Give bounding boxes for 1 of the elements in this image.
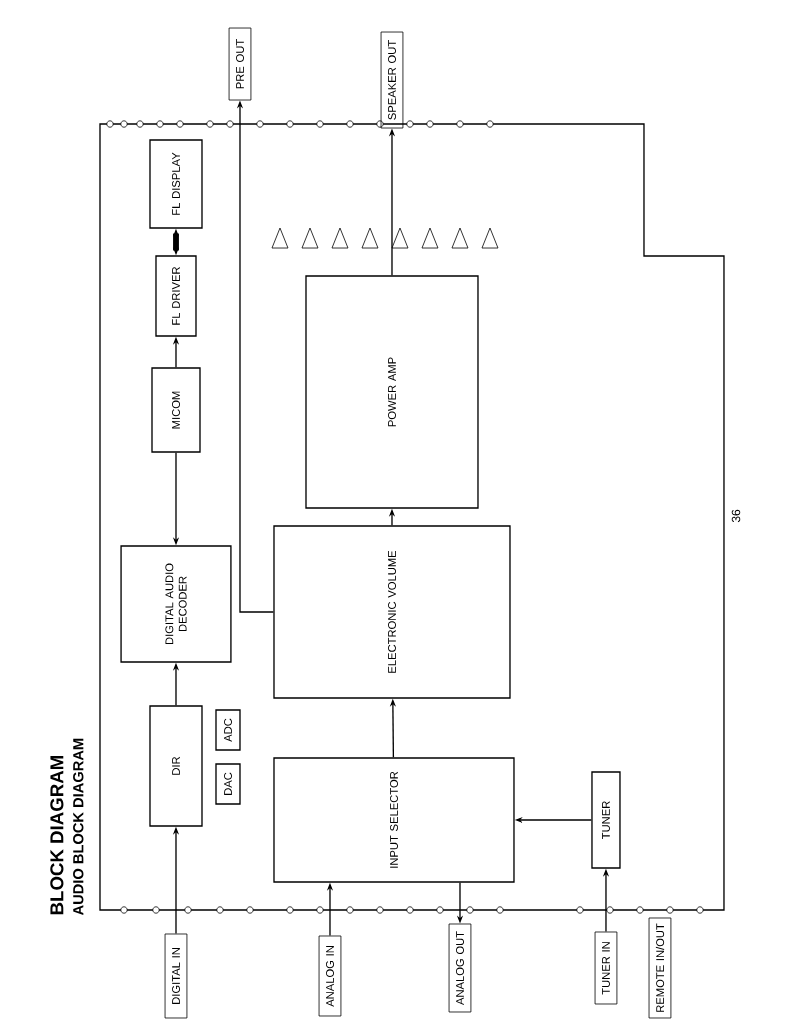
- title: BLOCK DIAGRAM: [50, 756, 64, 915]
